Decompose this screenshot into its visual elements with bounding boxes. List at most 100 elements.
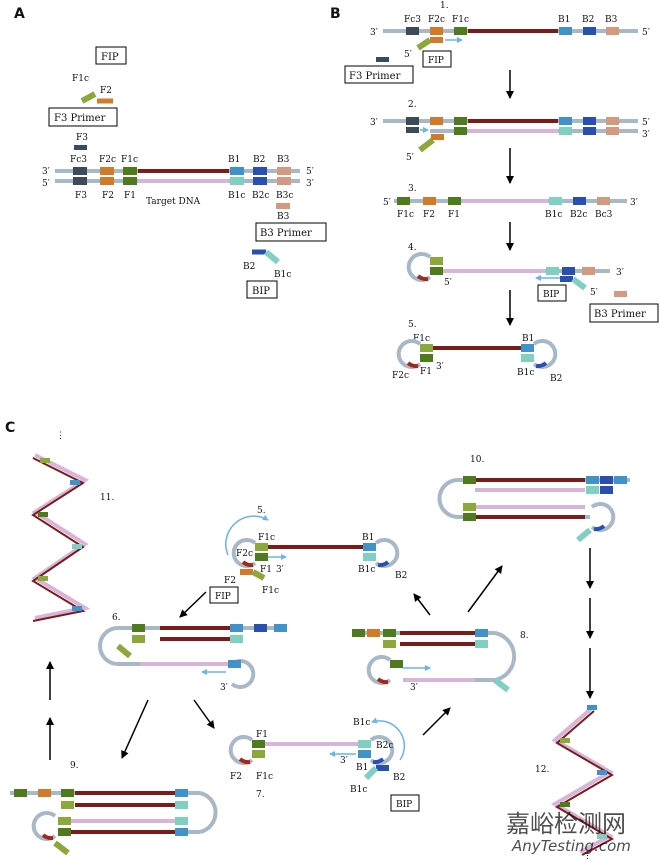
a-f3-label: F3 <box>75 191 87 201</box>
watermark-cn: 嘉峪检测网 <box>506 810 626 838</box>
a-b3-seg <box>277 167 291 175</box>
b2-b2-seg <box>583 117 596 125</box>
fip-f1c-segment <box>80 91 97 104</box>
b5-f2c-label: F2c <box>392 371 409 381</box>
c-arrow-8-5 <box>413 593 431 616</box>
c5-3-end: 3′ <box>276 565 284 575</box>
b2-b3c-seg <box>606 127 619 135</box>
c12-mark-4 <box>560 802 570 807</box>
b1-b1-label: B1 <box>558 15 570 25</box>
c9-b1-seg <box>175 789 188 797</box>
c5-left-loop-f2c <box>241 560 254 568</box>
b3-primer-box <box>255 222 327 242</box>
c9-displaced-f1c <box>53 840 70 856</box>
a-f3-top-label: F3 <box>76 133 88 143</box>
c-arrow-6-9 <box>121 699 149 759</box>
c11-mark-4 <box>72 544 82 549</box>
b1-b3-seg <box>606 27 619 35</box>
b3-f1c-seg <box>397 197 410 205</box>
a-b2-label: B2 <box>253 155 265 165</box>
b3-f2-label: F2 <box>423 210 435 220</box>
b3-primer-label: B3 Primer <box>260 228 312 239</box>
c5-fip-f1c-label: F1c <box>262 586 279 596</box>
a-b2-seg <box>253 167 267 175</box>
a-b3-label: B3 <box>277 155 290 165</box>
b1-b3-label: B3 <box>605 15 618 25</box>
c7-bip-b2 <box>376 765 389 771</box>
c11-mark-3 <box>38 512 48 517</box>
c9-seg-1 <box>14 789 27 797</box>
panel-b: B 1. Fc3 F2c F1c B1 B2 B3 3′ 5′ 5′ FIP F… <box>330 1 659 384</box>
b4-bip-b1c <box>571 276 587 291</box>
c8-displaced-b1c <box>493 677 510 693</box>
b4-f1-seg <box>430 267 443 275</box>
c6-f1c-seg <box>132 635 145 643</box>
c12-mark-1 <box>587 705 597 710</box>
b4-3-end: 3′ <box>616 268 624 278</box>
c7-f1c-label: F1c <box>256 772 273 782</box>
bip-b2-label: B2 <box>243 262 255 272</box>
c9-seg-4 <box>61 801 74 809</box>
c5-right-loop-b2 <box>377 560 390 568</box>
b1-b2-label: B2 <box>582 15 594 25</box>
b1-fc3-seg <box>406 27 419 35</box>
b3-end-3: 3′ <box>630 198 638 208</box>
c-step-8: 8. <box>520 631 529 641</box>
c5-b1-label: B1 <box>362 533 374 543</box>
b1-f3-primer-seg <box>376 57 389 62</box>
c7-bip-b1c-label: B1c <box>350 785 367 795</box>
c10-f1-seg-2 <box>463 513 476 521</box>
b5-b1-label: B1 <box>522 334 534 344</box>
c5-b1c-seg <box>363 553 376 561</box>
b1-fip-f1c <box>416 37 432 51</box>
a-b1-label: B1 <box>228 155 240 165</box>
c5-fip-f1c <box>251 569 266 581</box>
b3-b1c-label: B1c <box>545 210 562 220</box>
a-f1c-seg <box>123 167 137 175</box>
c9-loop-f1 <box>58 828 71 836</box>
b1-fip-box <box>422 50 452 68</box>
b1-f2c-seg <box>430 27 443 35</box>
b1-f2c-label: F2c <box>428 15 445 25</box>
b1-end-3: 3′ <box>370 28 378 38</box>
b5-b1-seg <box>521 344 534 352</box>
c6-displaced-f1c <box>116 643 132 659</box>
target-dna-label: Target DNA <box>146 197 201 207</box>
c9-b1c-2 <box>175 817 188 825</box>
b3-bc3-label: Bc3 <box>595 210 613 220</box>
c8-right-turn <box>494 631 517 682</box>
a-f1c-label: F1c <box>121 155 138 165</box>
b2-b1c-seg <box>559 127 572 135</box>
c8-b1c-seg <box>475 640 488 648</box>
c-step-10: 10. <box>470 455 484 465</box>
f3-primer-segment <box>74 145 87 150</box>
b5-left-loop-f2c <box>406 361 419 369</box>
c10-b1-seg <box>586 476 599 484</box>
c11-mark-6 <box>72 606 82 611</box>
b4-bip-5: 5′ <box>590 288 598 298</box>
c5-f1-label: F1 <box>260 565 272 575</box>
c5-f1c-label: F1c <box>258 533 275 543</box>
c5-curved-arrow <box>225 514 269 556</box>
b3-f2-seg <box>423 197 436 205</box>
c10-b3-seg <box>614 476 627 484</box>
c9-b1-2 <box>175 828 188 836</box>
c7-right-loop-b2c <box>372 757 385 765</box>
bip-b1c-segment <box>264 249 280 265</box>
a-f2-label: F2 <box>102 191 114 201</box>
c-arrow-8-10 <box>467 565 503 613</box>
panel-a: A FIP F1c F2 F3 Primer F3 Fc3 F2c F1c B1… <box>14 6 327 299</box>
c9-seg-2 <box>38 789 51 797</box>
c11-dots: ⋮ <box>56 431 65 441</box>
f3-primer-label: F3 Primer <box>54 113 106 124</box>
b4-b2c-seg <box>562 267 575 275</box>
c-step-11: 11. <box>100 493 114 503</box>
b-step-5: 5. <box>408 320 417 330</box>
b1-fip-label: FIP <box>428 56 444 66</box>
c8-seg-1 <box>352 629 365 637</box>
b5-b2-label: B2 <box>550 374 562 384</box>
c6-b1c-seg <box>230 635 243 643</box>
c10-left-turn <box>437 478 459 519</box>
c12-mark-2 <box>560 738 570 743</box>
c11-mark-1 <box>40 458 50 463</box>
